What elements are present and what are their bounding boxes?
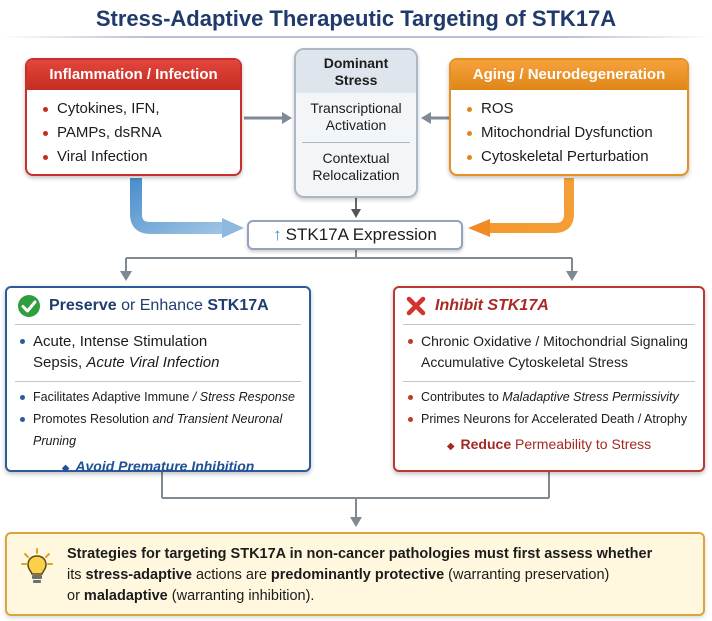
orange-flow-arrowhead [468, 219, 490, 237]
sepsis-line: Sepsis, Acute Viral Infection [19, 352, 299, 373]
list-item: Mitochondrial Dysfunction [467, 121, 687, 145]
inhibit-title: Inhibit STK17A [435, 297, 549, 314]
dominant-header-line1: Dominant [323, 55, 389, 71]
aging-neurodegeneration-box: Aging / Neurodegeneration ROS Mitochondr… [449, 58, 689, 176]
protective-text: predominantly protective [270, 567, 445, 583]
conclusion-seg: actions are [191, 567, 271, 583]
transcriptional-activation-label: Transcriptional Activation [296, 93, 416, 134]
reduce-permeability: ◆ Reduce Permeability to Stress [395, 430, 703, 452]
list-item: ROS [467, 97, 687, 121]
stk17a-expression-box: ↑STK17A Expression [247, 220, 463, 250]
primes-neurons-item: Primes Neurons for Accelerated Death / A… [407, 408, 693, 430]
preserve-effects: Facilitates Adaptive Immune / Stress Res… [7, 382, 309, 452]
cross-icon [406, 296, 426, 316]
permeability-text: Permeability to Stress [511, 436, 652, 452]
aging-header: Aging / Neurodegeneration [451, 60, 687, 90]
cytoskeletal-stress-line: Accumulative Cytoskeletal Stress [421, 354, 628, 370]
inhibit-header: Inhibit STK17A [395, 288, 703, 324]
item2-line2: Relocalization [312, 167, 400, 183]
maladaptive-text: maladaptive [83, 588, 168, 604]
avoid-text: Avoid Premature Inhibition [75, 458, 255, 474]
conclusion-lead: Strategies for targeting STK17A in non-c… [67, 546, 653, 562]
list-item: Cytokines, IFN, [43, 97, 240, 121]
blue-flow-arrowhead [222, 218, 244, 238]
stress-response-text: / Stress Response [192, 390, 295, 404]
or-enhance-word: or Enhance [116, 297, 208, 314]
aging-list: ROS Mitochondrial Dysfunction Cytoskelet… [451, 90, 687, 169]
divider [15, 381, 301, 382]
inhibit-effects: Contributes to Maladaptive Stress Permis… [395, 382, 703, 430]
dominant-header-line2: Stress [334, 72, 378, 88]
title-divider [0, 36, 712, 38]
stress-adaptive-text: stress-adaptive [85, 567, 192, 583]
stk17a-word: STK17A [207, 297, 269, 314]
orange-flow-arrow [490, 178, 574, 233]
acute-viral-text: Acute Viral Infection [86, 354, 220, 371]
lightbulb-icon [21, 548, 53, 583]
promotes-text: Promotes Resolution [33, 412, 153, 426]
diamond-icon: ◆ [61, 463, 70, 474]
reduce-text: Reduce [460, 436, 512, 452]
conclusion-seg: (warranting preservation) [444, 567, 610, 583]
contextual-relocalization-label: Contextual Relocalization [296, 143, 416, 184]
dominant-divider [302, 142, 410, 143]
inflammation-list: Cytokines, IFN, PAMPs, dsRNA Viral Infec… [27, 90, 240, 169]
divider [403, 324, 695, 325]
maladaptive-text: Maladaptive Stress Permissivity [502, 390, 679, 404]
item1-line1: Transcriptional [310, 100, 402, 116]
conclusion-text: Strategies for targeting STK17A in non-c… [67, 544, 697, 607]
preserve-context: Acute, Intense Stimulation Sepsis, Acute… [7, 325, 309, 373]
divider [403, 381, 695, 382]
divider [15, 324, 301, 325]
up-arrow-icon: ↑ [273, 225, 282, 244]
preserve-enhance-box: Preserve or Enhance STK17A Acute, Intens… [5, 286, 311, 474]
page-title: Stress-Adaptive Therapeutic Targeting of… [95, 6, 617, 31]
inhibit-context: Chronic Oxidative / Mitochondrial Signal… [395, 325, 703, 373]
list-item: Viral Infection [43, 145, 240, 169]
conclusion-seg: (warranting inhibition). [167, 588, 315, 604]
acute-stimulation-item: Acute, Intense Stimulation [19, 331, 299, 352]
facilitates-item: Facilitates Adaptive Immune / Stress Res… [19, 386, 299, 408]
conclusion-box: Strategies for targeting STK17A in non-c… [5, 532, 705, 616]
contributes-item: Contributes to Maladaptive Stress Permis… [407, 386, 693, 408]
conclusion-seg: or [67, 588, 84, 604]
inhibit-box: Inhibit STK17A Chronic Oxidative / Mitoc… [393, 286, 705, 472]
item2-line1: Contextual [322, 150, 390, 166]
dominant-stress-header: Dominant Stress [296, 50, 416, 93]
conclusion-seg: its [67, 567, 86, 583]
preserve-word: Preserve [49, 297, 117, 314]
avoid-premature-inhibition: ◆ Avoid Premature Inhibition [7, 452, 309, 474]
facilitates-text: Facilitates Adaptive Immune [33, 390, 193, 404]
diamond-icon: ◆ [446, 441, 455, 452]
blue-flow-arrow [130, 178, 222, 234]
dominant-stress-box: Dominant Stress Transcriptional Activati… [294, 48, 418, 198]
check-circle-icon [18, 295, 40, 317]
item1-line2: Activation [325, 117, 387, 133]
preserve-header: Preserve or Enhance STK17A [7, 288, 309, 324]
chronic-oxidative-item: Chronic Oxidative / Mitochondrial Signal… [407, 331, 693, 352]
contributes-text: Contributes to [421, 390, 503, 404]
inflammation-header: Inflammation / Infection [27, 60, 240, 90]
pruning-text: and Transient Neuronal Pruning [33, 412, 283, 448]
promotes-item: Promotes Resolution and Transient Neuron… [19, 408, 299, 452]
inflammation-infection-box: Inflammation / Infection Cytokines, IFN,… [25, 58, 242, 176]
sepsis-text: Sepsis, [33, 354, 87, 371]
list-item: PAMPs, dsRNA [43, 121, 240, 145]
expression-label: STK17A Expression [285, 225, 437, 244]
list-item: Cytoskeletal Perturbation [467, 145, 687, 169]
